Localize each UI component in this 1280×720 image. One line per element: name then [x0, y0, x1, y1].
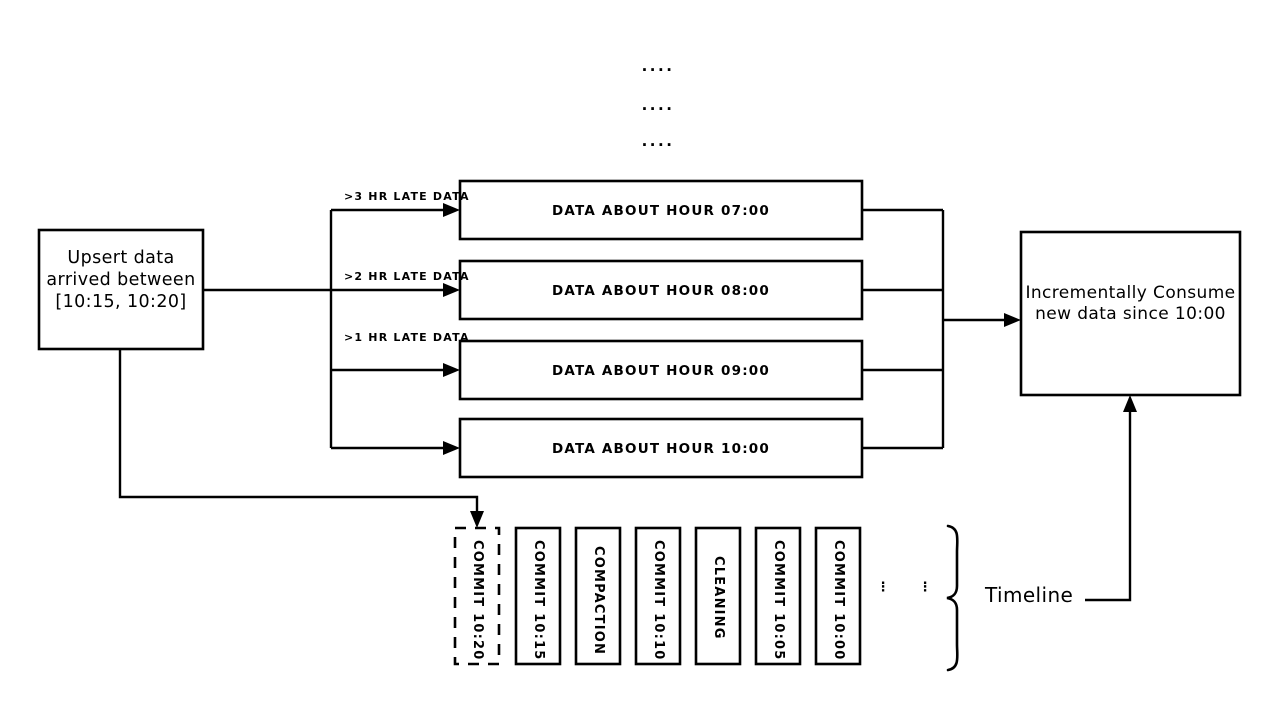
timeline-brace	[946, 524, 959, 672]
late-data-label-1hr: >1 HR LATE DATA	[344, 331, 470, 344]
hour-box-10	[458, 417, 864, 479]
arrowhead-consume-bottom	[1123, 395, 1137, 412]
timeline-label: Timeline	[985, 583, 1074, 607]
commit-box-1	[514, 526, 562, 666]
commit-box-5	[754, 526, 802, 666]
hour-box-07	[458, 179, 864, 241]
top-ellipsis-row-1: ....	[641, 57, 675, 75]
source-to-timeline-line	[118, 349, 479, 516]
arrowhead-hour-09	[443, 363, 460, 377]
timeline-ellipsis-1: ⋮	[876, 580, 890, 595]
commit-label-6: COMMIT 10:00	[831, 540, 846, 661]
arrowhead-consume-left	[1004, 313, 1021, 327]
incremental-consume-box	[1019, 230, 1242, 397]
timeline-ellipsis-2: ⋮	[918, 580, 932, 595]
commit-label-0: COMMIT 10:20	[470, 540, 485, 661]
commit-box-0	[453, 526, 501, 666]
hour-box-08	[458, 259, 864, 321]
hour-box-label-09: DATA ABOUT HOUR 09:00	[551, 363, 770, 379]
timeline-to-consume-line	[1085, 407, 1132, 602]
commit-label-3: COMMIT 10:10	[651, 540, 666, 661]
arrowhead-hour-08	[443, 283, 460, 297]
commit-box-3	[634, 526, 682, 666]
incremental-consume-label: Incrementally Consume new data since 10:…	[1025, 283, 1236, 325]
top-ellipsis-row-2: ....	[641, 96, 675, 114]
late-data-label-3hr: >3 HR LATE DATA	[344, 190, 470, 203]
upsert-source-label: Upsert data arrived between [10:15, 10:2…	[46, 248, 196, 312]
commit-label-4: CLEANING	[711, 556, 726, 640]
commit-box-6	[814, 526, 862, 666]
hour-box-label-07: DATA ABOUT HOUR 07:00	[551, 203, 770, 219]
arrowhead-timeline-commit	[470, 511, 484, 528]
upsert-source-box	[37, 228, 205, 351]
hour-box-09	[458, 339, 864, 401]
commit-label-2: COMPACTION	[591, 546, 606, 656]
top-ellipsis-row-3: ....	[641, 132, 675, 150]
arrowhead-hour-10	[443, 441, 460, 455]
arrowhead-hour-07	[443, 203, 460, 217]
commit-box-4	[694, 526, 742, 666]
hour-box-label-10: DATA ABOUT HOUR 10:00	[551, 441, 770, 457]
late-data-label-2hr: >2 HR LATE DATA	[344, 270, 470, 283]
commit-box-2	[574, 526, 622, 666]
commit-label-1: COMMIT 10:15	[531, 540, 546, 661]
commit-label-5: COMMIT 10:05	[771, 540, 786, 661]
hour-box-label-08: DATA ABOUT HOUR 08:00	[551, 283, 770, 299]
